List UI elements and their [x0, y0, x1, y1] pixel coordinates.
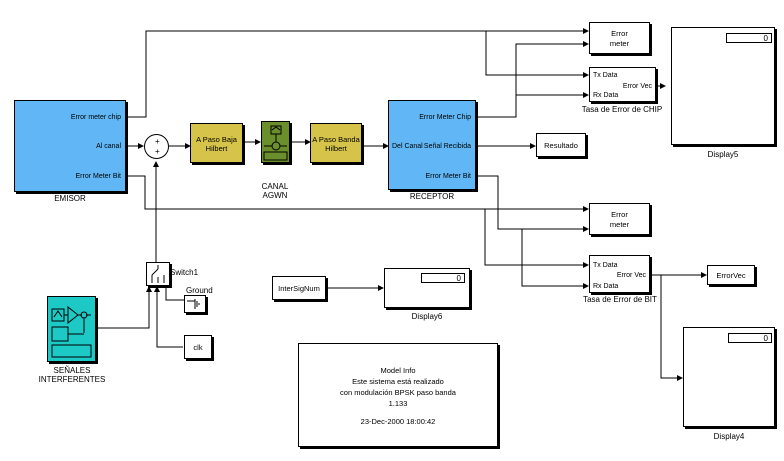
tasa-chip-rx-port: Rx Data	[593, 92, 619, 99]
interferentes-label-line2: INTERFERENTES	[38, 375, 106, 384]
intersignum-label: InterSigNum	[278, 284, 320, 293]
display6-label: Display6	[411, 312, 443, 321]
error-meter-bottom-block[interactable]: Error meter	[589, 203, 650, 235]
intersignum-block[interactable]: InterSigNum	[272, 276, 326, 300]
sum-plus-top: +	[155, 137, 160, 146]
display5-label: Display5	[707, 150, 739, 159]
lowpass-line1: A Paso Baja	[196, 135, 237, 144]
clock-label: clk	[193, 343, 203, 352]
canal-label-line1: CANAL	[261, 182, 289, 191]
emisor-label: EMISOR	[54, 194, 86, 203]
emisor-block[interactable]: Error meter chip Al canal Error Meter Bi…	[14, 100, 126, 192]
ground-icon	[187, 299, 200, 309]
error-meter-top-block[interactable]: Error meter	[589, 22, 650, 54]
resultado-block[interactable]: Resultado	[536, 133, 586, 157]
bandpass-hilbert-block[interactable]: A Paso Banda Hilbert	[310, 123, 362, 163]
display5-value: 0	[726, 33, 772, 43]
receptor-port-bit: Error Meter Bit	[425, 173, 471, 180]
tasa-bit-rx-port: Rx Data	[593, 283, 619, 290]
model-info-date: 23-Dec-2000 18:00:42	[360, 417, 436, 426]
tasa-bit-tx-port: Tx Data	[593, 262, 618, 269]
display6-value: 0	[421, 273, 465, 283]
display4-value: 0	[728, 333, 772, 343]
senales-interferentes-block[interactable]	[47, 296, 96, 362]
model-info-title: Model Info	[380, 366, 416, 375]
clock-block[interactable]: clk	[184, 335, 212, 359]
receptor-port-chip: Error Meter Chip	[419, 114, 471, 121]
tasa-chip-label: Tasa de Error de CHIP	[581, 105, 663, 114]
receptor-label: RECEPTOR	[409, 192, 455, 201]
signal-source-icon	[51, 305, 92, 358]
canal-label-line2: AGWN	[262, 191, 288, 200]
resultado-label: Resultado	[544, 141, 578, 150]
sum-plus-bottom: +	[155, 147, 160, 156]
errorvec-workspace-block[interactable]: ErrorVec	[707, 265, 755, 285]
model-info-version: 1.133	[388, 399, 408, 408]
emisor-port-al-canal: Al canal	[96, 143, 121, 150]
display6-block[interactable]: 0	[384, 268, 470, 308]
error-meter-top-line1: Error	[611, 29, 628, 38]
lowpass-hilbert-block[interactable]: A Paso Baja Hilbert	[190, 123, 243, 163]
switch1-label: Switch1	[170, 268, 199, 277]
display5-block[interactable]: 0	[671, 27, 775, 145]
emisor-port-chip: Error meter chip	[70, 114, 121, 121]
model-info-line1: Este sistema está realizado	[352, 377, 444, 386]
interferentes-label-line1: SEÑALES	[53, 366, 91, 375]
error-meter-bottom-line1: Error	[611, 210, 628, 219]
awgn-channel-icon	[263, 125, 288, 161]
ground-block[interactable]	[184, 295, 206, 313]
receptor-port-senal: Señal Recibida	[423, 143, 471, 150]
ground-label: Ground	[186, 286, 213, 295]
bandpass-line1: A Paso Banda	[312, 135, 360, 144]
model-info-line2: con modulación BPSK paso banda	[340, 388, 456, 397]
switch-icon	[151, 265, 165, 283]
receptor-port-del-canal: Del Canal	[392, 143, 423, 150]
switch1-block[interactable]	[146, 262, 170, 286]
error-meter-bottom-line2: meter	[609, 220, 630, 229]
model-info-block[interactable]: Model Info Este sistema está realizado c…	[298, 343, 498, 447]
lowpass-line2: Hilbert	[205, 144, 228, 153]
errorvec-label: ErrorVec	[716, 271, 746, 280]
sum-block[interactable]: + +	[144, 134, 169, 159]
canal-agwn-block[interactable]	[261, 121, 290, 163]
display4-block[interactable]: 0	[683, 327, 775, 427]
tasa-error-bit-block[interactable]: Tx Data Error Vec Rx Data	[589, 255, 650, 293]
bandpass-line2: Hilbert	[325, 144, 347, 153]
tasa-chip-out-port: Error Vec	[622, 83, 652, 90]
emisor-port-bit: Error Meter Bit	[75, 173, 121, 180]
error-meter-top-line2: meter	[609, 39, 630, 48]
receptor-block[interactable]: Del Canal Error Meter Chip Señal Recibid…	[388, 100, 476, 190]
tasa-bit-out-port: Error Vec	[616, 272, 646, 279]
tasa-bit-label: Tasa de Error de BIT	[583, 295, 657, 304]
tasa-error-chip-block[interactable]: Tx Data Error Vec Rx Data	[589, 67, 656, 102]
display4-label: Display4	[713, 432, 745, 441]
tasa-chip-tx-port: Tx Data	[593, 72, 618, 79]
